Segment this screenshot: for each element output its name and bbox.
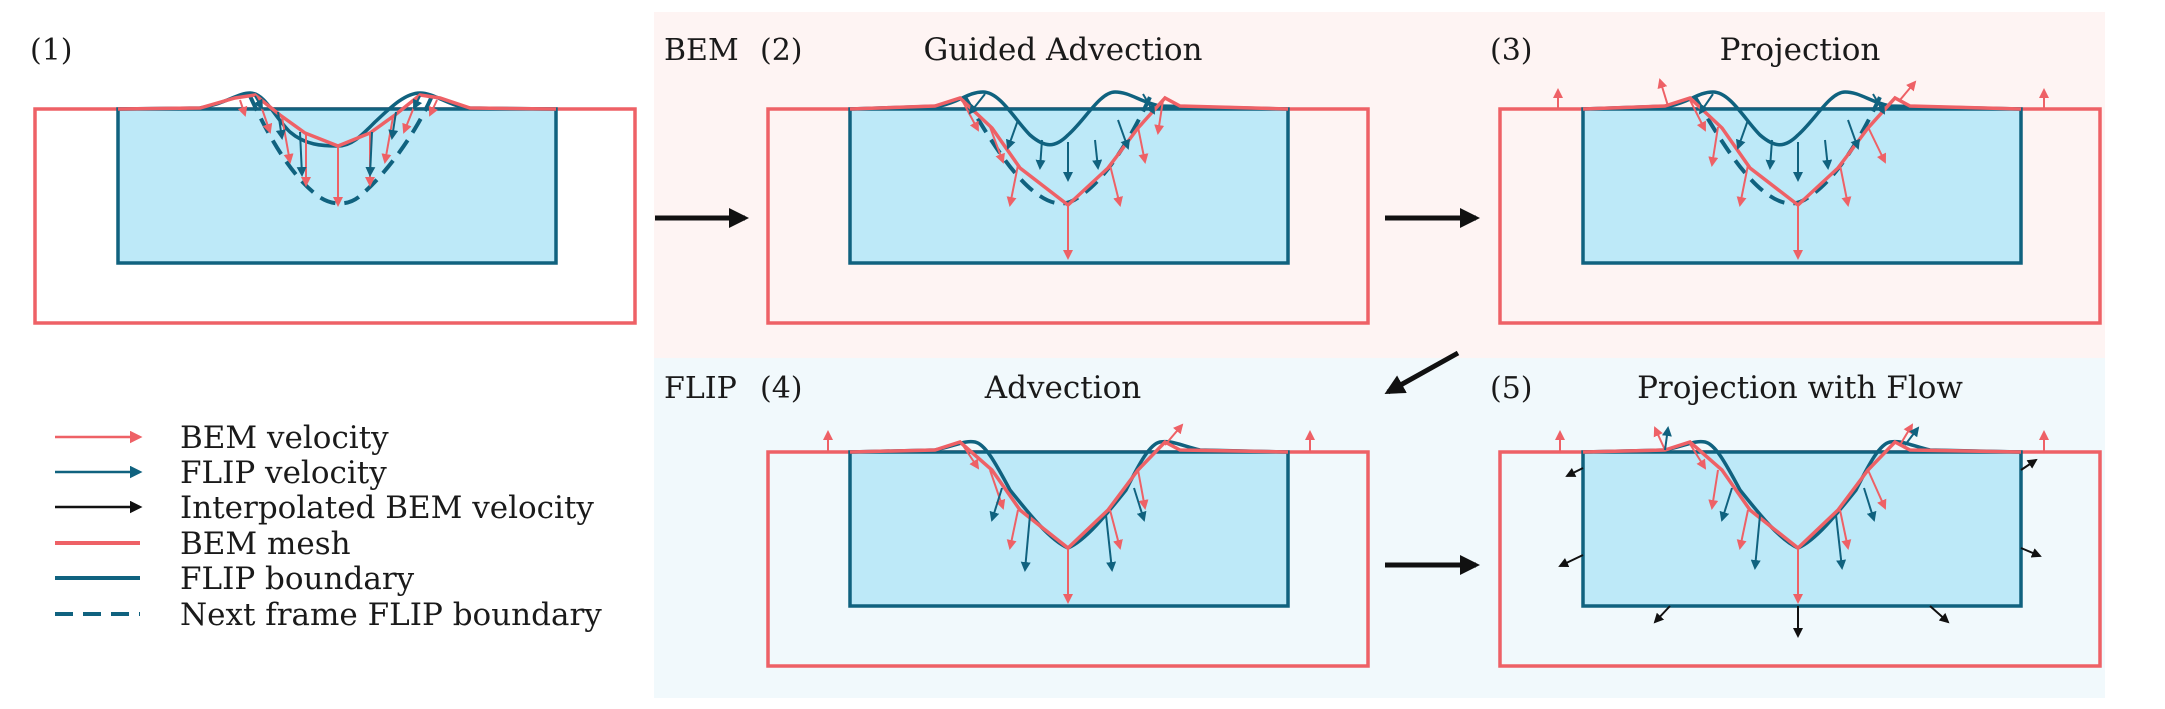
bem-velocity-arrows bbox=[961, 99, 1165, 260]
next-frame-flip-boundary bbox=[248, 95, 434, 206]
interpolated-bem-velocity-arrows bbox=[1558, 458, 2042, 638]
bem-mesh bbox=[1582, 95, 2022, 208]
flip-velocity-arrows bbox=[968, 93, 1156, 182]
flip-velocity-arrows bbox=[253, 95, 423, 177]
panel-3-title: Projection bbox=[1720, 32, 1881, 68]
panel-5-number: (5) bbox=[1490, 371, 1533, 406]
panel-4-title: Advection bbox=[984, 370, 1141, 406]
bem-mesh bbox=[849, 95, 1289, 208]
flip-velocity-arrows bbox=[989, 487, 1147, 572]
flip-section-label: FLIP bbox=[664, 371, 737, 406]
flip-velocity-arrows bbox=[1661, 426, 1920, 570]
panel-1: (1) bbox=[30, 33, 637, 325]
legend-label-bem-velocity: BEM velocity bbox=[180, 420, 389, 456]
panel-3: (3) Projection bbox=[1490, 32, 2102, 325]
panel-2: (2) Guided Advection bbox=[760, 32, 1370, 325]
panel-5: (5) Projection with Flow bbox=[1490, 370, 2102, 668]
legend-label-flip-velocity: FLIP velocity bbox=[180, 455, 387, 491]
panel-4-number: (4) bbox=[760, 371, 803, 406]
bem-section-label: BEM bbox=[664, 33, 739, 68]
flow-arrow-3-to-4 bbox=[1384, 350, 1460, 395]
panel-2-number: (2) bbox=[760, 33, 803, 68]
panel-5-title: Projection with Flow bbox=[1637, 370, 1963, 406]
panel-1-number: (1) bbox=[30, 33, 73, 68]
legend-label-bem-mesh: BEM mesh bbox=[180, 526, 351, 562]
flow-arrows bbox=[655, 208, 1480, 575]
bem-velocity-arrows bbox=[1555, 423, 2049, 604]
legend: BEM velocity FLIP velocity Interpolated … bbox=[55, 420, 602, 633]
flip-velocity-arrows bbox=[1698, 93, 1886, 182]
panel-4: (4) Advection bbox=[760, 370, 1370, 668]
flip-boundary-curve bbox=[1582, 90, 2022, 147]
bem-mesh bbox=[849, 439, 1289, 551]
legend-label-next-frame-boundary: Next frame FLIP boundary bbox=[180, 597, 602, 633]
legend-label-interpolated-velocity: Interpolated BEM velocity bbox=[180, 490, 594, 526]
flip-boundary-curve bbox=[849, 90, 1289, 147]
panel-2-title: Guided Advection bbox=[924, 32, 1203, 68]
bem-velocity-arrows bbox=[237, 96, 438, 207]
flip-water-region bbox=[1581, 450, 2023, 608]
panel-3-number: (3) bbox=[1490, 33, 1533, 68]
bem-velocity-arrows bbox=[1553, 78, 2049, 260]
flip-water-region bbox=[1581, 107, 2023, 265]
legend-label-flip-boundary: FLIP boundary bbox=[180, 561, 415, 597]
bem-velocity-arrows bbox=[823, 423, 1315, 604]
bem-mesh bbox=[117, 93, 557, 148]
